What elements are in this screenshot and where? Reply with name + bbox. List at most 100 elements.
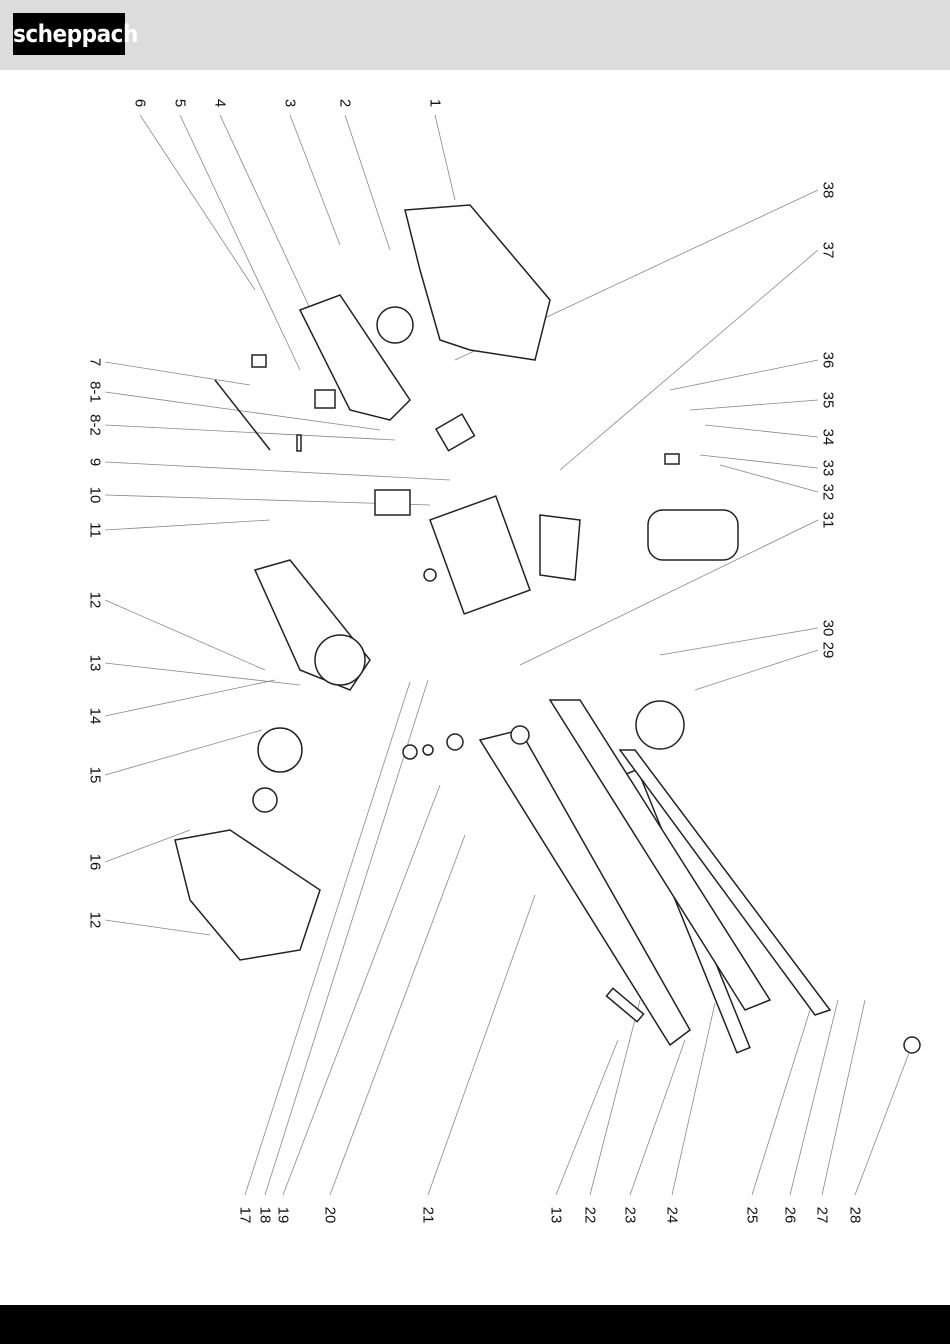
leader-line xyxy=(244,681,411,1196)
part-label-bottom-7: 23 xyxy=(621,1206,639,1224)
leader-line xyxy=(629,1039,686,1196)
part-label-left-9: 15 xyxy=(86,766,104,784)
leader-line xyxy=(104,519,271,531)
part-label-right-0: 38 xyxy=(819,181,837,199)
leader-line xyxy=(719,464,819,493)
leader-line xyxy=(179,114,301,371)
part-label-right-4: 34 xyxy=(819,428,837,446)
ring-11 xyxy=(314,634,366,686)
blade-lower-25 xyxy=(548,699,772,1011)
leader-line xyxy=(104,361,251,386)
part-label-bottom-5: 13 xyxy=(547,1206,565,1224)
leader-line xyxy=(659,627,819,656)
leader-line xyxy=(139,114,256,291)
washer-21 xyxy=(446,733,464,751)
parts xyxy=(174,204,921,1054)
part-label-bottom-9: 25 xyxy=(743,1206,761,1224)
leader-line xyxy=(427,894,536,1196)
gear-14 xyxy=(257,727,303,773)
leader-line xyxy=(555,1039,619,1196)
leader-line xyxy=(264,679,429,1196)
brush-36 xyxy=(664,453,680,465)
part-label-right-5: 33 xyxy=(819,459,837,477)
part-label-right-2: 36 xyxy=(819,351,837,369)
part-label-left-5: 11 xyxy=(86,522,104,538)
fan-cover-37 xyxy=(539,514,581,581)
leader-line xyxy=(104,391,381,431)
leader-line xyxy=(104,729,263,776)
part-label-right-9: 29 xyxy=(819,641,837,659)
clip-6 xyxy=(251,354,267,368)
leader-line xyxy=(289,114,341,246)
leader-line xyxy=(104,662,301,686)
part-label-right-1: 37 xyxy=(819,241,837,259)
leader-line xyxy=(344,114,391,251)
page-header: scheppach xyxy=(0,0,950,70)
part-label-bottom-1: 18 xyxy=(256,1206,274,1224)
armature-33 xyxy=(647,509,739,561)
leader-line xyxy=(821,999,866,1196)
handle-front-3 xyxy=(298,294,411,421)
part-label-right-8: 30 xyxy=(819,619,837,637)
part-label-bottom-12: 28 xyxy=(846,1206,864,1224)
part-label-left-10: 16 xyxy=(86,853,104,871)
part-label-left-3: 9 xyxy=(86,457,104,467)
housing-half-left-16 xyxy=(174,829,321,961)
leader-line xyxy=(699,454,819,469)
part-label-bottom-2: 19 xyxy=(274,1206,292,1224)
part-label-bottom-10: 26 xyxy=(781,1206,799,1224)
leader-line xyxy=(104,919,211,936)
leader-line xyxy=(282,784,441,1196)
leader-line xyxy=(329,834,466,1196)
leader-line xyxy=(104,829,191,863)
part-label-bottom-6: 22 xyxy=(581,1206,599,1224)
part-label-top-0: 6 xyxy=(131,98,149,108)
leader-line xyxy=(789,999,839,1196)
part-label-left-6: 12 xyxy=(86,591,104,609)
brand-logo: scheppach xyxy=(13,13,138,55)
part-label-top-5: 1 xyxy=(426,98,444,108)
part-label-top-2: 4 xyxy=(211,98,229,108)
blade-upper-23 xyxy=(478,729,691,1047)
nut-17 xyxy=(402,744,418,760)
part-label-bottom-0: 17 xyxy=(236,1206,254,1224)
leader-line xyxy=(104,679,276,717)
leader-line xyxy=(689,399,819,411)
part-label-right-3: 35 xyxy=(819,391,837,409)
part-label-top-4: 2 xyxy=(336,98,354,108)
leader-line xyxy=(434,114,456,201)
washer-31 xyxy=(510,725,530,745)
leader-line xyxy=(669,359,819,391)
plate-22 xyxy=(605,987,645,1023)
terminal-8 xyxy=(374,489,411,516)
leader-line xyxy=(589,999,641,1196)
cable-7 xyxy=(214,379,271,451)
exploded-parts-diagram xyxy=(104,114,921,1196)
part-label-left-4: 10 xyxy=(86,486,104,504)
part-label-left-2: 8-2 xyxy=(86,414,104,436)
leader-line xyxy=(671,1002,716,1196)
leader-line xyxy=(559,249,819,471)
part-label-left-8: 14 xyxy=(86,707,104,725)
spring-15 xyxy=(252,787,278,813)
gear-2 xyxy=(376,306,414,344)
part-label-left-1: 8-1 xyxy=(86,381,104,403)
part-label-left-0: 7 xyxy=(86,357,104,367)
leader-line xyxy=(694,649,819,691)
part-label-top-3: 3 xyxy=(281,98,299,108)
leader-line xyxy=(104,424,396,441)
leader-lines xyxy=(104,114,913,1196)
leader-line xyxy=(104,461,451,481)
leader-line xyxy=(219,114,321,331)
brush-holder-38 xyxy=(434,413,476,452)
leader-line xyxy=(704,424,819,438)
part-label-bottom-3: 20 xyxy=(321,1206,339,1224)
nut-18 xyxy=(422,744,434,756)
board-9 xyxy=(429,495,531,615)
part-label-right-6: 32 xyxy=(819,483,837,501)
leader-line xyxy=(751,1009,811,1196)
part-label-top-1: 5 xyxy=(171,98,189,108)
leader-line xyxy=(519,519,819,666)
switch-4 xyxy=(314,389,336,409)
page-footer xyxy=(0,1305,950,1344)
